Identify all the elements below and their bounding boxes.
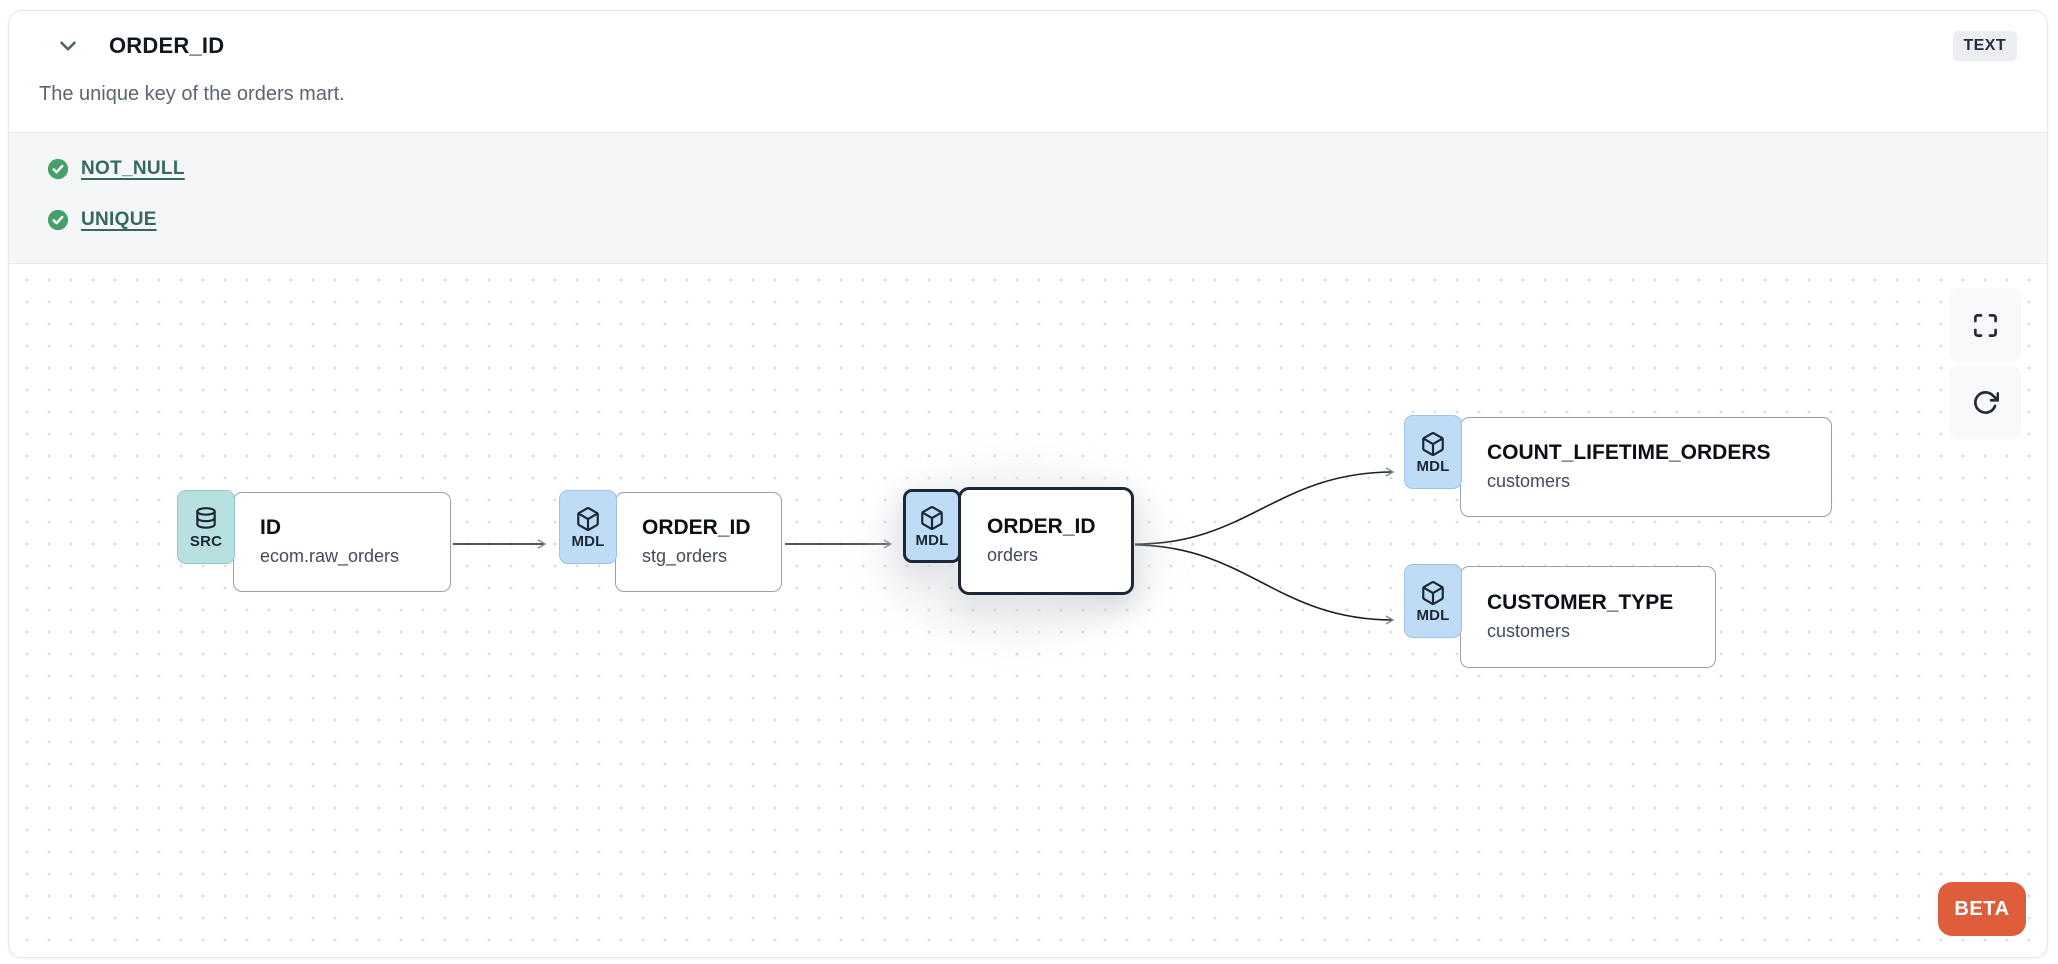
test-link-not-null[interactable]: NOT_NULL: [81, 158, 185, 179]
node-body: CUSTOMER_TYPE customers: [1460, 566, 1716, 668]
node-type-badge: MDL: [559, 490, 617, 564]
node-subtitle: stg_orders: [642, 545, 728, 566]
collapse-button[interactable]: [53, 31, 83, 61]
node-subtitle: orders: [987, 544, 1039, 565]
node-title: CUSTOMER_TYPE: [1487, 590, 1674, 614]
column-detail-card: ORDER_ID TEXT The unique key of the orde…: [8, 10, 2048, 958]
cube-icon: [1420, 580, 1446, 606]
cube-icon: [575, 506, 601, 532]
node-type-badge: MDL: [903, 489, 961, 563]
lineage-node-count-lifetime-orders[interactable]: MDL COUNT_LIFETIME_ORDERS customers: [1404, 415, 1832, 517]
node-type-badge: MDL: [1404, 564, 1462, 638]
check-circle-icon: [47, 209, 69, 231]
lineage-node-stg-orders[interactable]: MDL ORDER_ID stg_orders: [559, 490, 782, 592]
lineage-node-orders-selected[interactable]: MDL ORDER_ID orders: [857, 441, 1180, 641]
check-circle-icon: [47, 158, 69, 180]
database-icon: [193, 506, 219, 532]
node-subtitle: customers: [1487, 620, 1571, 641]
refresh-button[interactable]: [1949, 365, 2021, 439]
chevron-down-icon: [55, 33, 81, 59]
cube-icon: [1420, 431, 1446, 457]
fullscreen-icon: [1972, 312, 1999, 339]
column-title: ORDER_ID: [109, 33, 225, 58]
lineage-node-customer-type[interactable]: MDL CUSTOMER_TYPE customers: [1404, 564, 1716, 668]
node-body: ORDER_ID orders: [958, 487, 1134, 595]
lineage-node-source-id[interactable]: SRC ID ecom.raw_orders: [177, 490, 451, 592]
node-body: ORDER_ID stg_orders: [615, 492, 782, 592]
header: ORDER_ID TEXT The unique key of the orde…: [9, 11, 2047, 106]
node-subtitle: ecom.raw_orders: [260, 545, 400, 566]
node-subtitle: customers: [1487, 470, 1571, 491]
tests-section: NOT_NULL UNIQUE: [9, 132, 2047, 264]
lineage-canvas[interactable]: SRC ID ecom.raw_orders MDL ORDER_ID stg_…: [9, 264, 2047, 957]
node-type-badge: MDL: [1404, 415, 1462, 489]
fullscreen-button[interactable]: [1949, 288, 2021, 362]
column-description: The unique key of the orders mart.: [39, 83, 345, 105]
refresh-icon: [1972, 389, 1999, 416]
node-type-badge: SRC: [177, 490, 235, 564]
node-title: ID: [260, 515, 281, 539]
node-title: ORDER_ID: [987, 514, 1096, 538]
beta-badge: BETA: [1938, 882, 2026, 936]
cube-icon: [919, 505, 945, 531]
node-body: COUNT_LIFETIME_ORDERS customers: [1460, 417, 1832, 517]
test-row: NOT_NULL: [47, 158, 2017, 180]
test-row: UNIQUE: [47, 209, 2017, 231]
test-link-unique[interactable]: UNIQUE: [81, 209, 157, 230]
column-type-badge: TEXT: [1952, 31, 2017, 61]
node-title: COUNT_LIFETIME_ORDERS: [1487, 440, 1771, 464]
canvas-controls: [1949, 288, 2021, 439]
node-body: ID ecom.raw_orders: [233, 492, 451, 592]
node-title: ORDER_ID: [642, 515, 751, 539]
